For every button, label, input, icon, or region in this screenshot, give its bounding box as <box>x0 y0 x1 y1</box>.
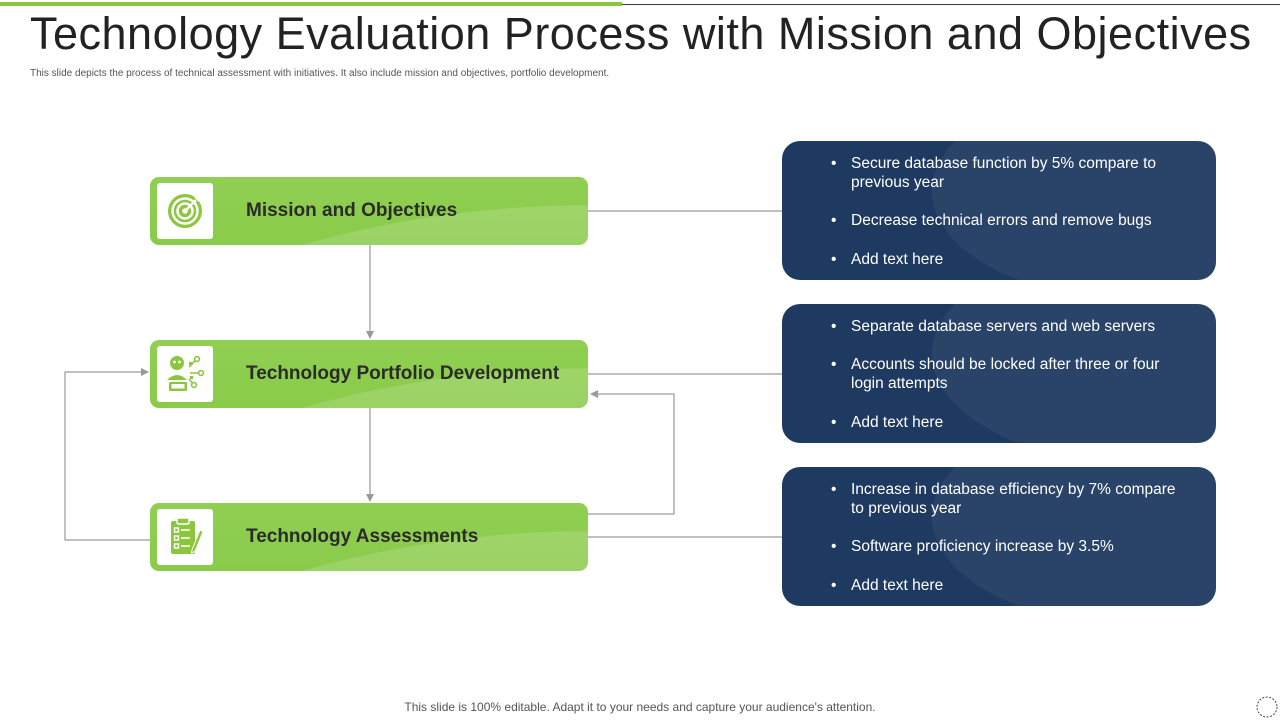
bullet-item: Increase in database efficiency by 7% co… <box>831 480 1181 518</box>
bullet-item: Add text here <box>831 413 1181 432</box>
step-mission-and-objectives: Mission and Objectives <box>150 177 588 245</box>
bullet-item: Secure database function by 5% compare t… <box>831 154 1181 192</box>
step-icon-container <box>157 183 213 239</box>
step-label: Technology Portfolio Development <box>246 363 560 384</box>
bullet-item: Add text here <box>831 576 1181 595</box>
connector-assessments-loop-left <box>64 368 150 541</box>
step-label: Technology Assessments <box>246 526 479 547</box>
bullet-item: Software proficiency increase by 3.5% <box>831 537 1181 556</box>
circle-icon <box>1256 696 1278 718</box>
connector-assessments-loop-right <box>588 390 675 515</box>
slide-subtitle: This slide depicts the process of techni… <box>30 68 610 79</box>
step-icon-container <box>157 346 213 402</box>
step-icon-container <box>157 509 213 565</box>
footer-note: This slide is 100% editable. Adapt it to… <box>404 700 876 714</box>
slide-title: Technology Evaluation Process with Missi… <box>30 8 1252 59</box>
clipboard-checklist-icon <box>171 517 204 554</box>
bullet-item: Accounts should be locked after three or… <box>831 355 1181 393</box>
step-label: Mission and Objectives <box>246 200 458 221</box>
step-technology-portfolio-development: Technology Portfolio Development <box>150 340 588 408</box>
step-technology-assessments: Technology Assessments <box>150 503 588 571</box>
top-accent-line <box>0 2 622 6</box>
bullet-item: Add text here <box>831 250 1181 269</box>
bullet-item: Decrease technical errors and remove bug… <box>831 211 1181 230</box>
developer-icon <box>167 355 205 391</box>
target-icon <box>168 194 202 228</box>
assessment-details-panel: Increase in database efficiency by 7% co… <box>782 467 1216 606</box>
portfolio-details-panel: Separate database servers and web server… <box>782 304 1216 443</box>
top-divider-line <box>622 4 1280 5</box>
mission-details-panel: Secure database function by 5% compare t… <box>782 141 1216 280</box>
bullet-item: Separate database servers and web server… <box>831 317 1181 336</box>
